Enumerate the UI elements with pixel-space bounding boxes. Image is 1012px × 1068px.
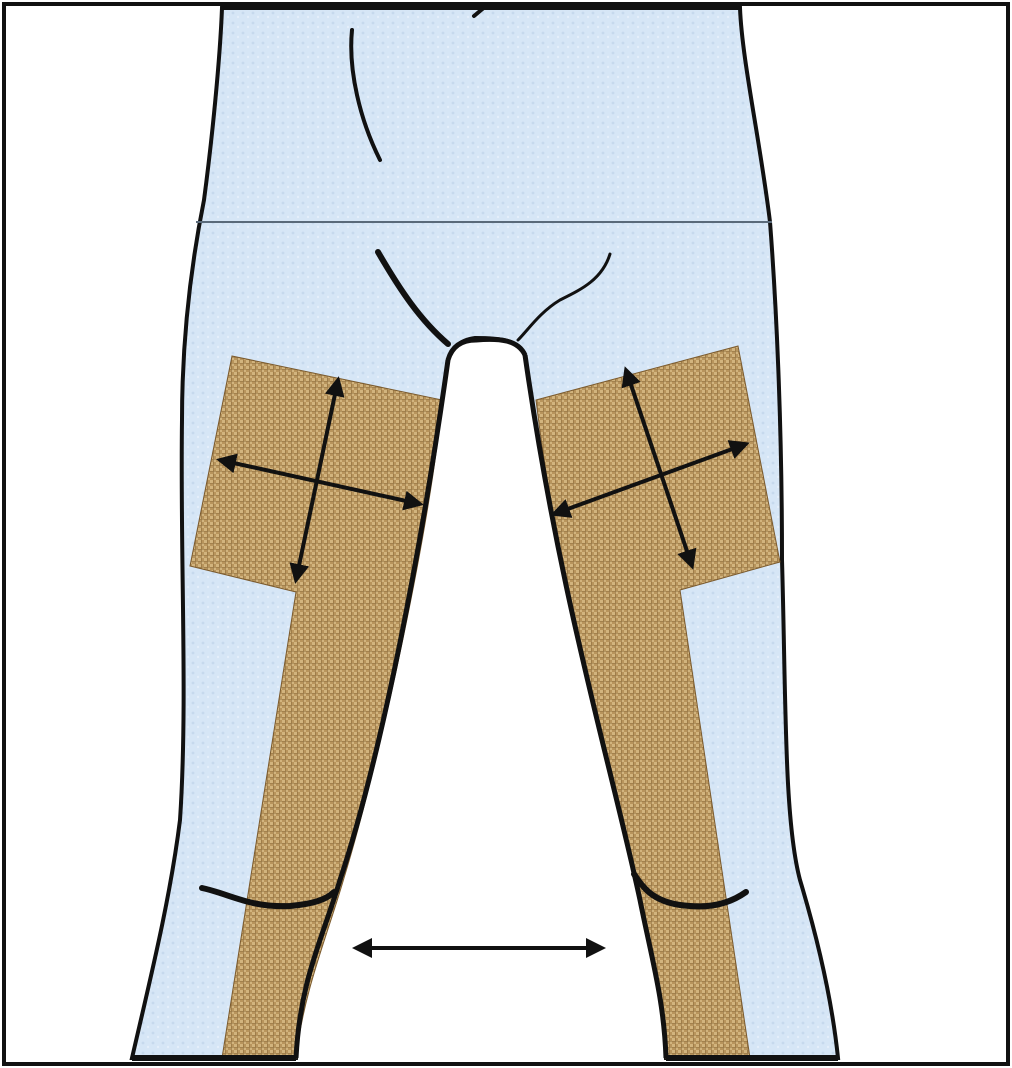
crotch-curve [448,339,525,360]
